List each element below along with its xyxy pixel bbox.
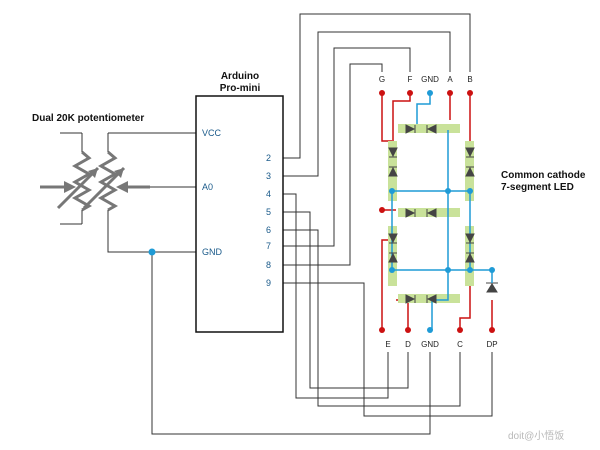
watermark: doit@小悟饭 [508,429,564,442]
diode-a-1-icon [405,124,416,134]
diode-c-1-icon [465,233,475,244]
segment-diodes [388,124,498,304]
diode-b-1-icon [465,147,475,158]
led-pin-c: C [457,340,463,349]
potentiometer-label: Dual 20K potentiometer [32,113,144,124]
led-pin-a: A [447,75,453,84]
potentiometer-symbol [56,150,126,212]
led-pin-g: G [379,75,385,84]
pin-label-8: 8 [266,260,271,270]
diode-a-2-icon [426,124,437,134]
led-pin-gnd-bottom: GND [421,340,439,349]
diode-b-2-icon [465,166,475,177]
diode-c-2-icon [465,252,475,263]
wire-pin5-d [283,211,409,389]
resistor-left [71,150,93,212]
diode-e-1-icon [388,233,398,244]
potentiometer-wires [60,132,196,253]
diode-d-2-icon [426,294,437,304]
diode-dp-icon [486,283,498,293]
arduino-title-line2: Pro-mini [220,83,261,94]
resistor-right [97,150,119,212]
led-pin-e: E [385,340,390,349]
pin-label-7: 7 [266,241,271,251]
wire-pin2-b [283,13,471,159]
wiper-arrow-left-icon [64,181,76,193]
pin-label-a0: A0 [202,182,213,192]
blue-nodes [148,90,495,333]
arduino-title-line1: Arduino [221,71,259,82]
wire-pin8-g [283,63,383,266]
wire-pin3-a [283,31,451,177]
pin-label-4: 4 [266,189,271,199]
arduino-to-led-wires [151,13,493,435]
pin-label-5: 5 [266,207,271,217]
led-pin-f: F [408,75,413,84]
pin-label-3: 3 [266,171,271,181]
pin-label-6: 6 [266,225,271,235]
potentiometer-arrows [40,168,150,193]
pin-label-2: 2 [266,153,271,163]
led-label-line1: Common cathode [501,170,586,181]
wire-led-gnd-return [151,252,431,435]
arduino-board [195,95,284,333]
led-pin-b: B [467,75,472,84]
led-pin-gnd-top: GND [421,75,439,84]
pin-label-vcc: VCC [202,128,222,138]
pin-label-gnd: GND [202,247,223,257]
wiper-arrow-right-icon [116,181,128,193]
diode-g-1-icon [405,208,416,218]
pin-label-9: 9 [266,278,271,288]
led-pin-dp: DP [486,340,497,349]
diode-f-2-icon [388,166,398,177]
led-label-line2: 7-segment LED [501,182,574,193]
wire-pin6-c [283,229,461,407]
led-pin-d: D [405,340,411,349]
wire-pin9-dp [283,282,493,417]
diode-f-1-icon [388,147,398,158]
wire-pin4-e [283,193,389,399]
diode-e-2-icon [388,252,398,263]
diode-d-1-icon [405,294,416,304]
diode-g-2-icon [426,208,437,218]
wire-pin7-f [283,47,411,247]
red-nodes [379,90,495,333]
